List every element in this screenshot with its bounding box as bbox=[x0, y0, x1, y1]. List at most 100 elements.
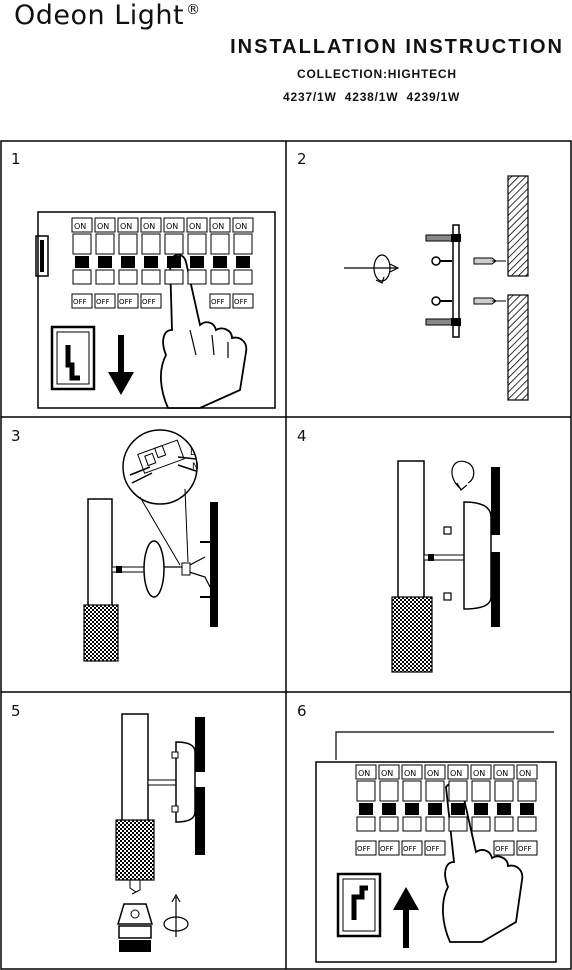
circuit-breaker: ON OFF bbox=[493, 764, 515, 856]
lamp-body bbox=[397, 460, 425, 602]
step-2-mounting-illustration bbox=[344, 175, 529, 401]
step-5-panel: 5 bbox=[0, 692, 286, 970]
breaker-on-label: ON bbox=[143, 222, 155, 231]
step-3-number: 3 bbox=[11, 427, 21, 445]
step-2-panel: 2 bbox=[286, 140, 572, 417]
brand-name: Odeon Light bbox=[14, 0, 185, 31]
breaker-on-label: ON bbox=[235, 222, 247, 231]
circuit-breaker: ON OFF bbox=[209, 217, 231, 309]
canopy bbox=[175, 741, 196, 823]
breaker-on-label: ON bbox=[358, 769, 370, 778]
wall-plug-icon bbox=[473, 257, 497, 265]
wall-upper bbox=[491, 467, 500, 535]
circuit-breaker: ON OFF bbox=[117, 217, 139, 309]
rotate-icon bbox=[451, 460, 475, 490]
step-3-panel: 3 bbox=[0, 417, 286, 692]
circuit-breaker: ON OFF bbox=[71, 217, 93, 309]
circuit-breaker: ON bbox=[186, 217, 208, 285]
breaker-off-label: OFF bbox=[426, 845, 440, 853]
breaker-off-label: OFF bbox=[73, 298, 87, 306]
step-4-number: 4 bbox=[297, 427, 307, 445]
wall-lower bbox=[195, 787, 205, 855]
breaker-on-label: ON bbox=[97, 222, 109, 231]
instruction-grid: 1 ON OFF ON OFF ON OFF ON OFF ON ON ON OFF ON OFF 2 bbox=[0, 140, 572, 970]
canopy bbox=[143, 540, 165, 598]
wall-lower bbox=[507, 294, 529, 401]
step-3-wiring-illustration: L N bbox=[83, 429, 218, 662]
circuit-breaker: ON OFF bbox=[401, 764, 423, 856]
wall-upper bbox=[507, 175, 529, 277]
step-1-panel: 1 ON OFF ON OFF ON OFF ON OFF ON ON ON OFF ON OFF bbox=[0, 140, 286, 417]
breaker-on-label: ON bbox=[519, 769, 531, 778]
registered-mark: ® bbox=[186, 2, 201, 18]
breaker-off-label: OFF bbox=[119, 298, 133, 306]
step-6-breaker-illustration: ON OFF ON OFF ON OFF ON OFF ON ON ON OFF ON OFF bbox=[315, 731, 557, 963]
breaker-off-label: OFF bbox=[211, 298, 225, 306]
model-numbers: 4237/1W 4238/1W 4239/1W bbox=[283, 90, 461, 104]
breaker-off-label: OFF bbox=[142, 298, 156, 306]
rotate-icon bbox=[373, 254, 391, 282]
wall-upper bbox=[195, 717, 205, 772]
switch-off-icon bbox=[50, 325, 96, 391]
wire-label-l: L bbox=[190, 448, 195, 458]
screw-icon bbox=[431, 256, 441, 266]
breaker-on-label: ON bbox=[496, 769, 508, 778]
lamp-grille bbox=[115, 819, 155, 881]
switch-on-icon bbox=[336, 872, 382, 938]
circuit-breaker: ON OFF bbox=[232, 217, 254, 309]
wall-section bbox=[210, 502, 218, 627]
collection-label: COLLECTION:HIGHTECH bbox=[297, 67, 457, 81]
arrow-up-icon bbox=[393, 887, 419, 948]
breaker-on-label: ON bbox=[166, 222, 178, 231]
bolt-icon bbox=[425, 234, 453, 242]
breaker-on-label: ON bbox=[120, 222, 132, 231]
breaker-on-label: ON bbox=[404, 769, 416, 778]
wall-lower bbox=[491, 552, 500, 627]
step-1-breaker-illustration: ON OFF ON OFF ON OFF ON OFF ON ON ON OFF ON OFF bbox=[35, 211, 276, 409]
breaker-off-label: OFF bbox=[380, 845, 394, 853]
breaker-off-label: OFF bbox=[357, 845, 371, 853]
brand-logo: Odeon Light® bbox=[14, 0, 201, 31]
breaker-off-label: OFF bbox=[495, 845, 509, 853]
breaker-off-label: OFF bbox=[403, 845, 417, 853]
lamp-grille bbox=[391, 596, 433, 673]
hand-icon bbox=[160, 254, 248, 409]
circuit-breaker: ON OFF bbox=[378, 764, 400, 856]
breaker-on-label: ON bbox=[427, 769, 439, 778]
screw-icon bbox=[443, 526, 452, 535]
breaker-off-label: OFF bbox=[96, 298, 110, 306]
breaker-on-label: ON bbox=[212, 222, 224, 231]
lamp-grille bbox=[83, 604, 119, 662]
breaker-on-label: ON bbox=[473, 769, 485, 778]
grid-lines bbox=[0, 140, 572, 970]
step-5-number: 5 bbox=[11, 702, 21, 720]
breaker-on-label: ON bbox=[189, 222, 201, 231]
step-2-number: 2 bbox=[297, 150, 307, 168]
circuit-breaker-row: ON OFF ON OFF ON OFF ON OFF ON ON ON OFF ON OFF bbox=[71, 217, 254, 309]
circuit-breaker: ON OFF bbox=[355, 764, 377, 856]
step-4-panel: 4 bbox=[286, 417, 572, 692]
breaker-off-label: OFF bbox=[234, 298, 248, 306]
breaker-on-label: ON bbox=[381, 769, 393, 778]
document-title: INSTALLATION INSTRUCTION bbox=[230, 36, 564, 58]
step-5-bulb-illustration bbox=[115, 713, 205, 952]
mounting-plate bbox=[452, 224, 460, 338]
bulb-ring bbox=[119, 940, 151, 952]
breaker-off-label: OFF bbox=[518, 845, 532, 853]
arrow-down-icon bbox=[108, 335, 134, 395]
breaker-on-label: ON bbox=[74, 222, 86, 231]
step-1-number: 1 bbox=[11, 150, 21, 168]
circuit-breaker: ON OFF bbox=[516, 764, 538, 856]
canopy bbox=[463, 501, 492, 610]
circuit-breaker: ON OFF bbox=[424, 764, 446, 856]
lamp-body bbox=[87, 498, 113, 615]
circuit-breaker: ON bbox=[447, 764, 469, 832]
circuit-breaker: ON OFF bbox=[94, 217, 116, 309]
breaker-on-label: ON bbox=[450, 769, 462, 778]
circuit-breaker: ON bbox=[163, 217, 185, 285]
lamp-body bbox=[121, 713, 149, 825]
wire-label-n: N bbox=[192, 462, 199, 472]
circuit-breaker: ON bbox=[470, 764, 492, 832]
step-4-fixing-illustration bbox=[391, 460, 500, 673]
